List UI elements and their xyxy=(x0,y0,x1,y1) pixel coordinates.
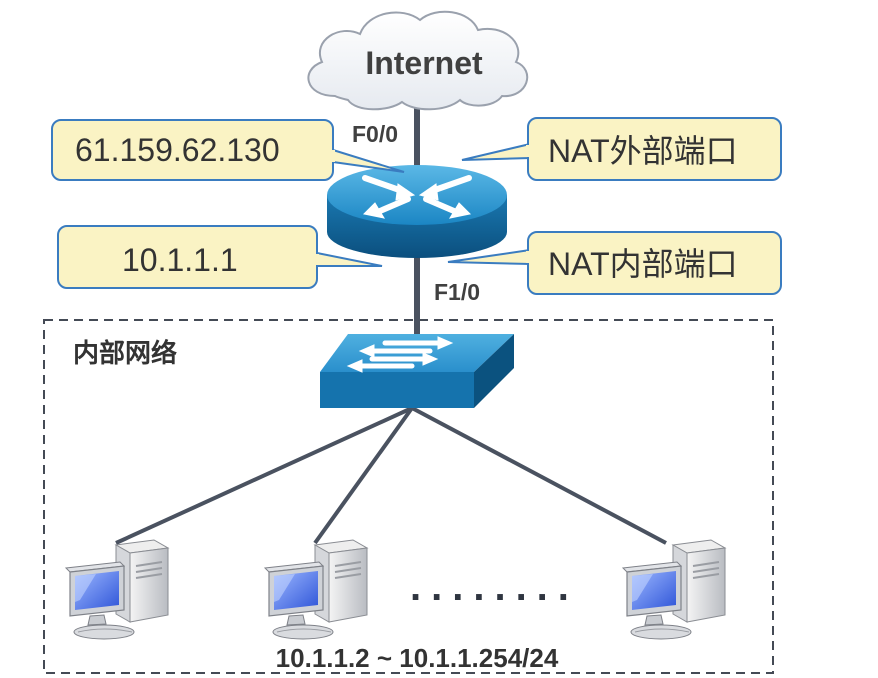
inside-role-text: NAT内部端口 xyxy=(548,246,738,282)
computer-icon xyxy=(65,539,169,640)
internal-network-label: 内部网络 xyxy=(73,338,177,368)
computer-icon xyxy=(264,539,368,640)
internet-label: Internet xyxy=(365,45,483,81)
host-links xyxy=(115,406,667,545)
callout-inside-ip: 10.1.1.1 xyxy=(57,225,383,289)
switch-icon xyxy=(320,334,514,408)
port-label-f1-0: F1/0 xyxy=(434,279,480,305)
outside-ip-text: 61.159.62.130 xyxy=(75,132,280,168)
computer-icon xyxy=(622,539,726,640)
port-label-f0-0: F0/0 xyxy=(352,121,398,147)
inside-ip-text: 10.1.1.1 xyxy=(122,242,238,278)
callout-inside-role: NAT内部端口 xyxy=(447,231,782,295)
internal-network-zone xyxy=(43,319,774,674)
router-icon xyxy=(327,165,507,258)
callout-outside-ip: 61.159.62.130 xyxy=(51,119,405,181)
host-range-label: 10.1.1.2 ~ 10.1.1.254/24 xyxy=(276,643,559,673)
outside-role-text: NAT外部端口 xyxy=(548,133,738,169)
cloud-icon xyxy=(307,10,529,111)
hosts-ellipsis: ........ xyxy=(410,565,579,609)
callout-outside-role: NAT外部端口 xyxy=(461,117,782,181)
